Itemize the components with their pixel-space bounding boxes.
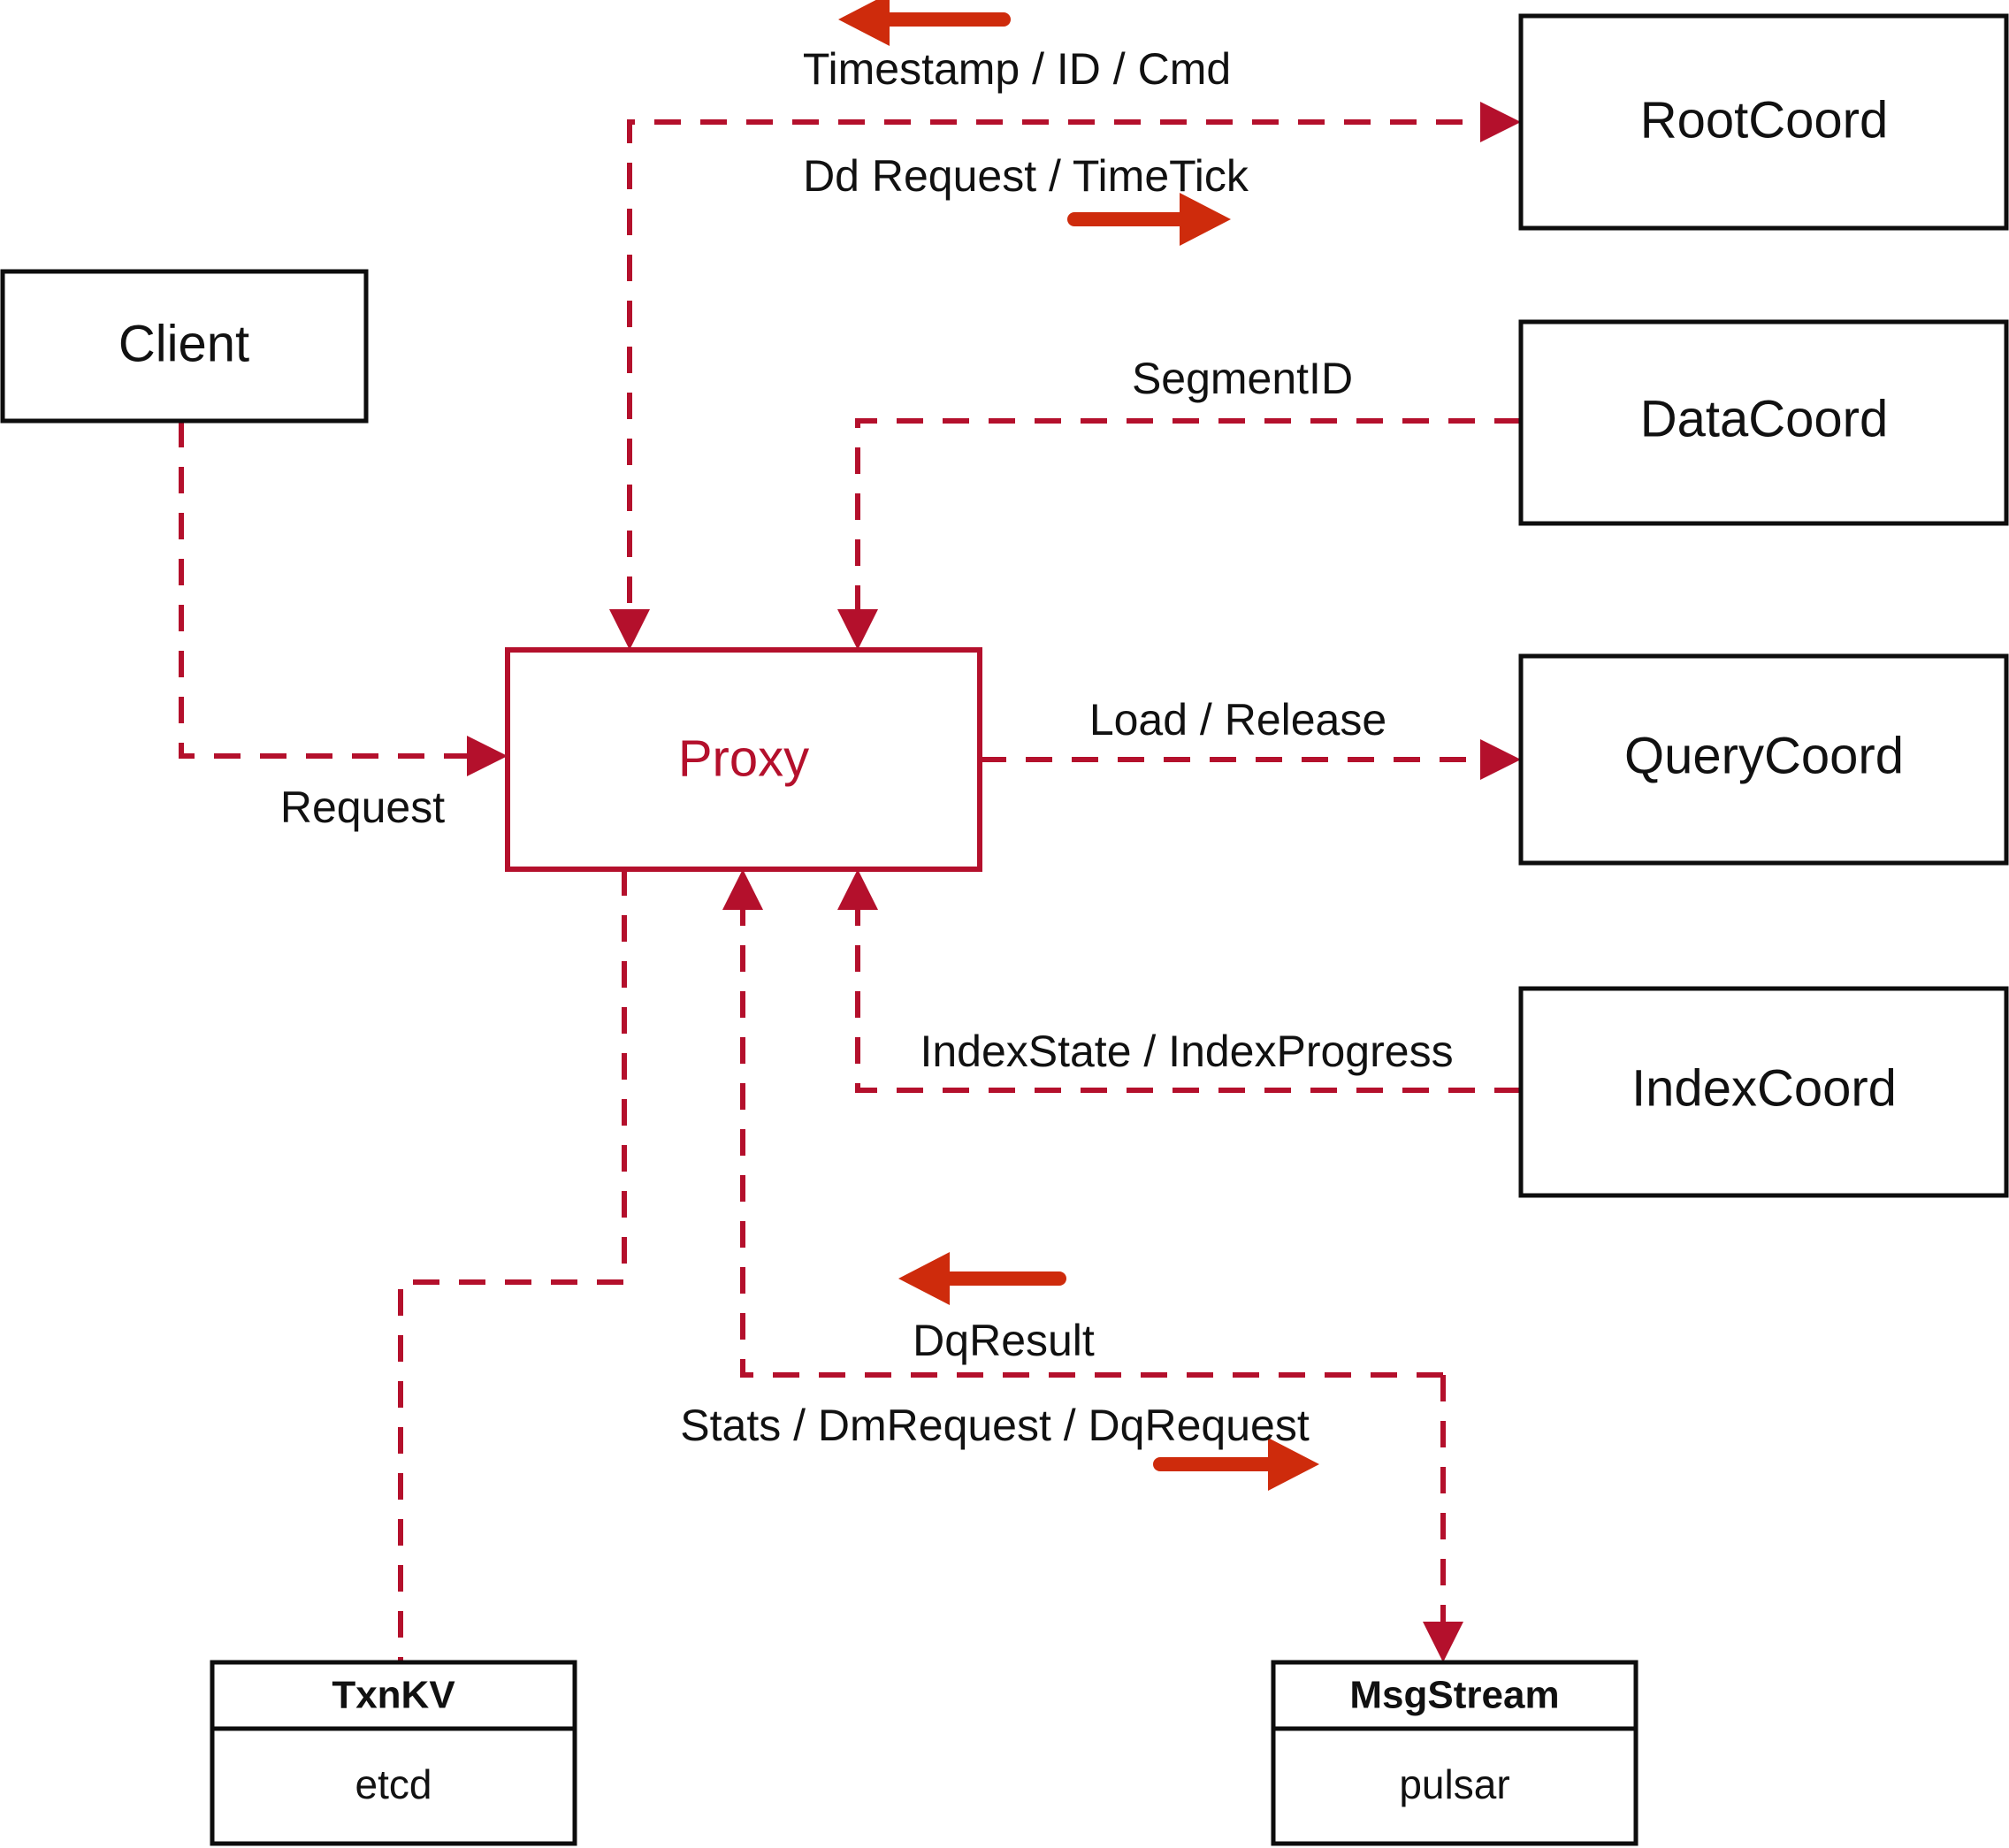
edge-label-stats-dm-dq-request: Stats / DmRequest / DqRequest (680, 1401, 1310, 1450)
edge-index-state-progress-arrowhead (837, 869, 878, 910)
edge-label-index-state-progress: IndexState / IndexProgress (920, 1027, 1453, 1076)
node-client-box[interactable] (0, 269, 369, 424)
edge-dq-result-path (740, 900, 1443, 1378)
dd-request-direction-arrow (1067, 193, 1231, 246)
node-msg-stream[interactable]: MsgStream pulsar (1271, 1660, 1639, 1846)
node-index-coord-box[interactable] (1518, 986, 2009, 1198)
edge-timestamp-id-cmd (609, 119, 1509, 650)
edge-dq-result-arrowhead (722, 869, 763, 910)
edge-label-dd-request-timetick: Dd Request / TimeTick (803, 151, 1249, 201)
node-root-coord[interactable]: RootCoord (1518, 13, 2009, 231)
dq-result-direction-arrow (898, 1252, 1066, 1305)
edge-request (179, 421, 508, 776)
node-client-label: Client (118, 315, 249, 372)
timestamp-direction-arrow (838, 0, 1011, 46)
edge-dd-request-timetick (1480, 102, 1521, 142)
node-proxy[interactable]: Proxy (505, 647, 982, 872)
edge-label-timestamp-id-cmd: Timestamp / ID / Cmd (803, 44, 1231, 94)
timestamp-direction-arrow-head (838, 0, 890, 46)
edge-index-state-progress (837, 869, 1521, 1093)
edge-stats-dm-dq-request (1423, 1375, 1463, 1662)
edge-load-release (980, 739, 1521, 780)
edge-timestamp-id-cmd-path (627, 119, 1509, 619)
edge-label-load-release: Load / Release (1089, 695, 1386, 745)
node-data-coord-box[interactable] (1518, 319, 2009, 526)
edge-request-path (179, 421, 477, 759)
dd-request-direction-arrow-head (1180, 193, 1231, 246)
edge-label-segment-id: SegmentID (1132, 354, 1353, 403)
node-data-coord[interactable]: DataCoord (1518, 319, 2009, 526)
node-txn-kv-header: TxnKV (332, 1674, 455, 1717)
edge-txn-kv-link-path (398, 869, 627, 1662)
node-proxy-label: Proxy (678, 729, 809, 787)
edge-segment-id-arrowhead (837, 609, 878, 650)
edge-dd-request-timetick-arrowhead (1480, 102, 1521, 142)
edge-index-state-progress-path (855, 900, 1521, 1093)
node-txn-kv[interactable]: TxnKV etcd (210, 1660, 577, 1846)
stats-request-direction-arrow-head (1268, 1438, 1319, 1491)
node-proxy-box[interactable] (505, 647, 982, 872)
node-query-coord-label: QueryCoord (1624, 727, 1904, 784)
edge-label-request: Request (280, 783, 445, 832)
edge-load-release-arrowhead (1480, 739, 1521, 780)
edge-stats-dm-dq-request-arrowhead (1423, 1622, 1463, 1662)
node-query-coord-box[interactable] (1518, 653, 2009, 866)
edge-segment-id-path (855, 418, 1521, 619)
edge-timestamp-id-cmd-arrowhead (609, 609, 650, 650)
node-txn-kv-box[interactable] (210, 1660, 577, 1846)
edge-label-dq-result: DqResult (913, 1316, 1095, 1365)
node-root-coord-label: RootCoord (1640, 91, 1888, 149)
edge-request-arrowhead (467, 736, 508, 776)
node-msg-stream-header: MsgStream (1349, 1674, 1559, 1717)
edge-txn-kv-link (398, 869, 627, 1662)
node-query-coord[interactable]: QueryCoord (1518, 653, 2009, 866)
dq-result-direction-arrow-head (898, 1252, 950, 1305)
edge-dq-result (722, 869, 1443, 1378)
node-client[interactable]: Client (0, 269, 369, 424)
node-index-coord[interactable]: IndexCoord (1518, 986, 2009, 1198)
edge-segment-id (837, 418, 1521, 650)
node-txn-kv-body: etcd (355, 1761, 432, 1807)
node-root-coord-box[interactable] (1518, 13, 2009, 231)
node-data-coord-label: DataCoord (1640, 390, 1888, 447)
node-index-coord-label: IndexCoord (1631, 1059, 1897, 1117)
node-msg-stream-box[interactable] (1271, 1660, 1639, 1846)
stats-request-direction-arrow (1153, 1438, 1319, 1491)
node-msg-stream-body: pulsar (1399, 1761, 1509, 1807)
